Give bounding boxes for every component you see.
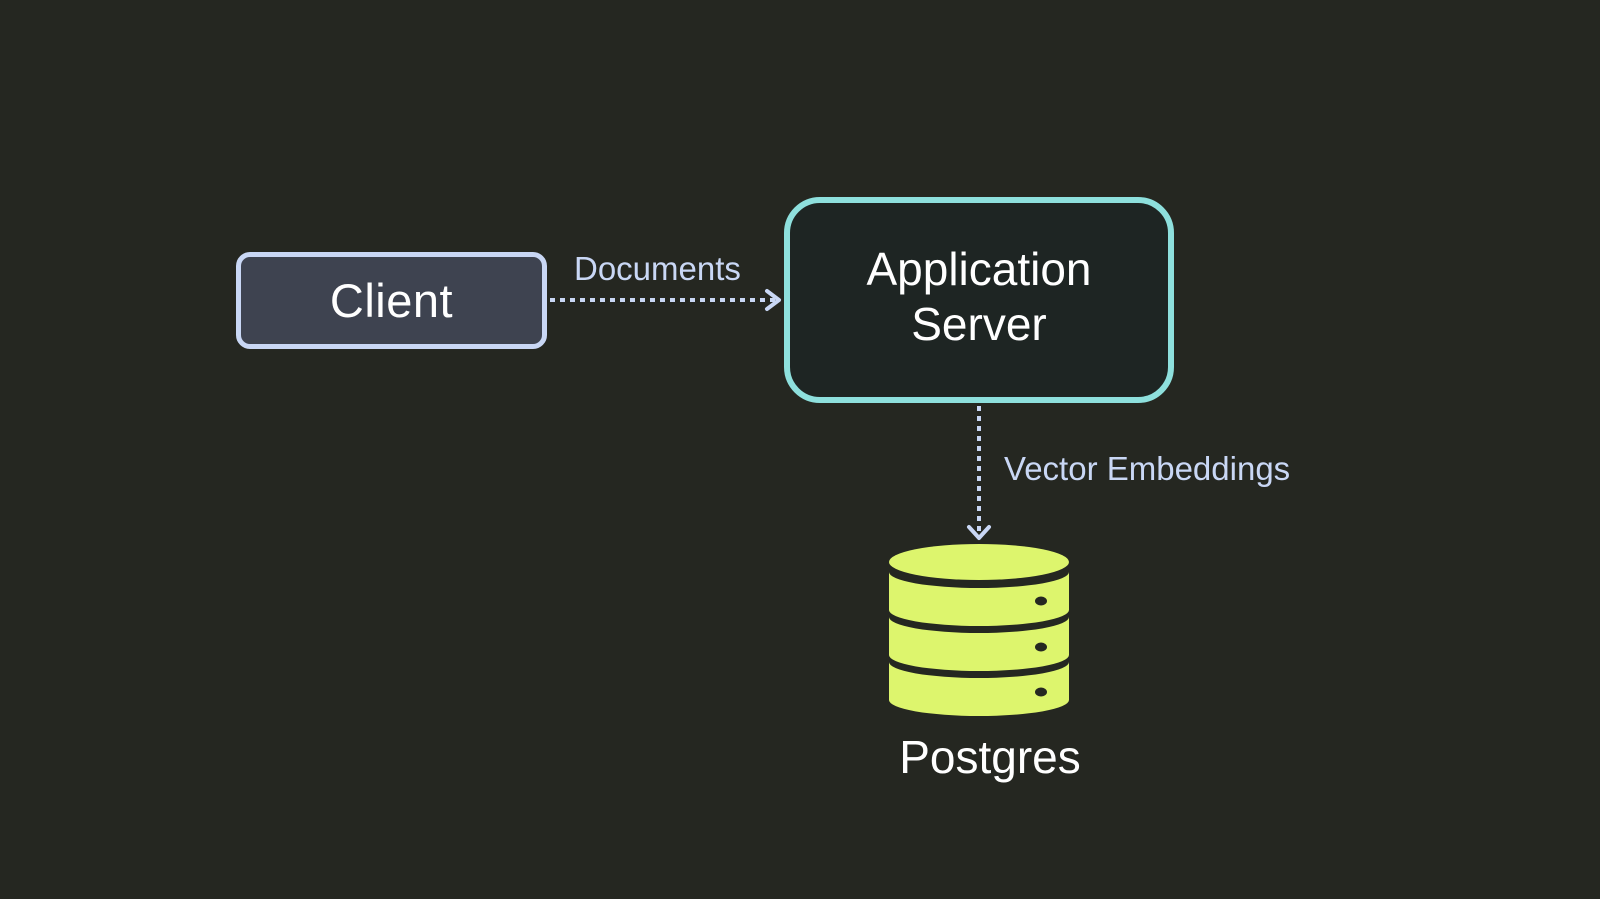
vector-embeddings-edge-label: Vector Embeddings	[1004, 450, 1291, 487]
database-indicator-1	[1035, 596, 1047, 606]
application-server-label-line2: Server	[911, 298, 1047, 350]
database-icon	[889, 544, 1069, 716]
postgres-label: Postgres	[899, 731, 1081, 783]
documents-edge-label: Documents	[574, 250, 741, 287]
database-disk-3	[889, 662, 1069, 716]
database-indicator-2	[1035, 642, 1047, 652]
bottom-border	[0, 899, 1600, 901]
database-top-cap	[889, 544, 1069, 580]
application-server-node: Application Server	[784, 197, 1174, 403]
client-label: Client	[329, 274, 454, 327]
database-disk-2	[889, 617, 1069, 671]
application-server-label-line1: Application	[866, 243, 1092, 295]
database-indicator-3	[1035, 687, 1047, 697]
documents-arrowhead	[765, 289, 781, 311]
client-node: Client	[236, 252, 547, 349]
database-disk-1	[889, 572, 1069, 626]
embeddings-arrowhead	[967, 525, 991, 540]
application-server-label: Application Server	[866, 242, 1091, 352]
